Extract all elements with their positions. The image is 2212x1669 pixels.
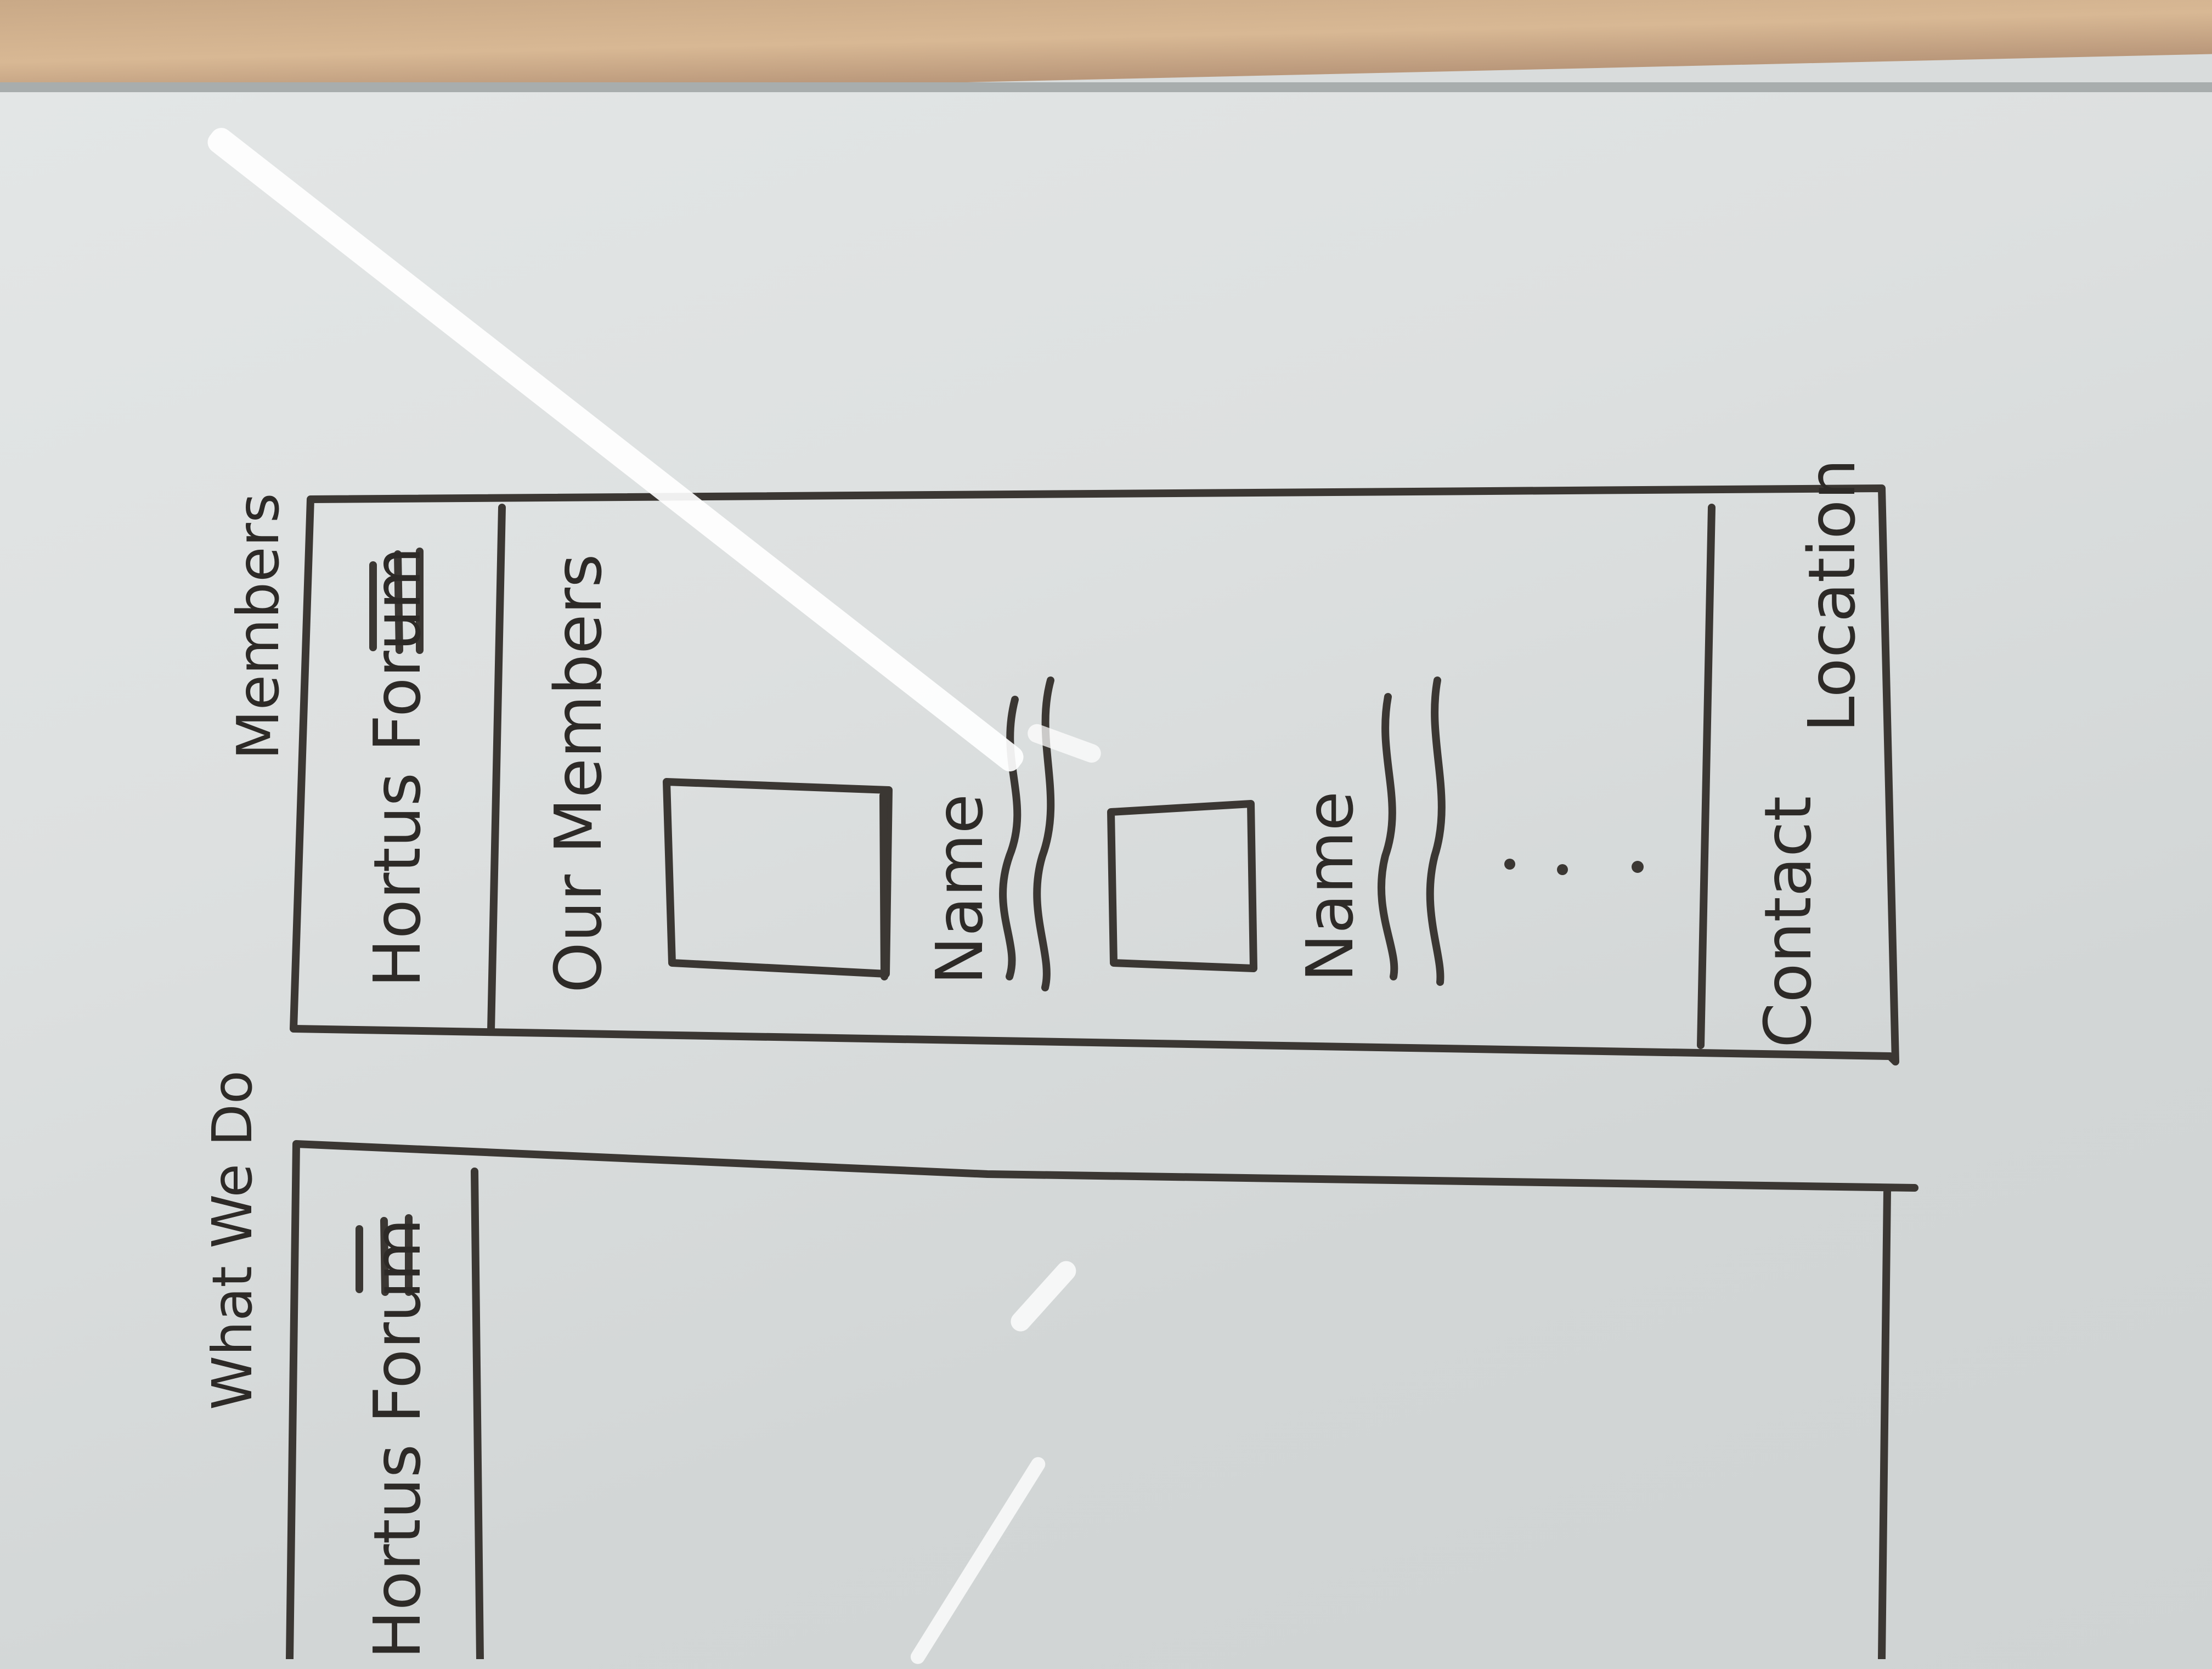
members-section-heading: Our Members: [540, 554, 616, 993]
member-desc-lines-2: [1377, 693, 1398, 980]
what-we-do-page-outline: [286, 1140, 1918, 1659]
footer-location-label: Location: [1794, 458, 1870, 732]
members-page-label: Members: [225, 493, 292, 760]
members-header-divider: [487, 504, 506, 1034]
more-members-dots: [1504, 859, 1644, 875]
what-we-do-site-title: Hortus Forum: [359, 1218, 435, 1659]
member-name-2: Name: [1292, 791, 1368, 982]
members-site-title: Hortus Forum: [359, 546, 435, 988]
what-we-do-header-divider: [471, 1168, 484, 1659]
members-hamburger-icon: [369, 548, 424, 654]
whiteboard-surface: [0, 82, 2212, 1669]
footer-contact-label: Contact: [1750, 796, 1826, 1048]
members-page-outline: [290, 484, 1899, 1065]
member-name-1: Name: [922, 793, 997, 985]
members-footer-divider: [1697, 504, 1716, 1049]
what-we-do-hamburger-icon: [356, 1214, 413, 1296]
member-photo-2: [1107, 800, 1257, 972]
what-we-do-page-label: What We Do: [200, 1070, 264, 1410]
